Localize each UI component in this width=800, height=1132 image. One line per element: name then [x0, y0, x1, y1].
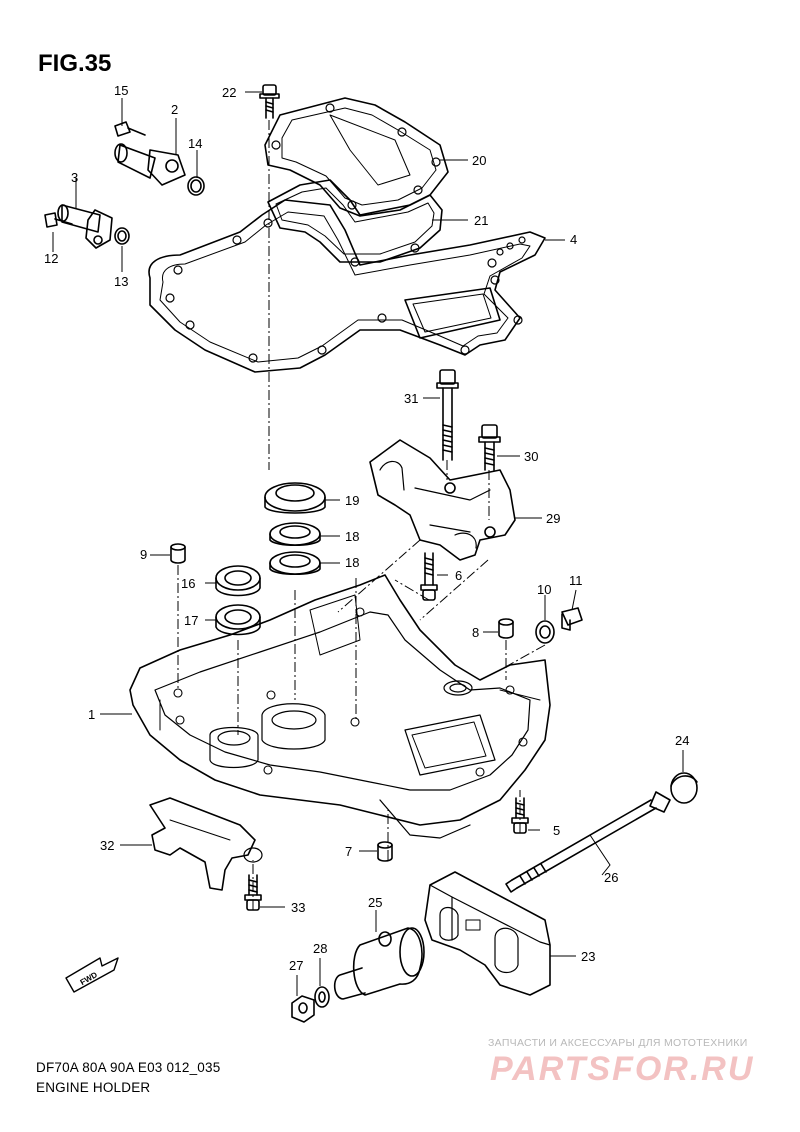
- bolt-6: [420, 552, 438, 601]
- bearing-17: [215, 604, 261, 636]
- dowel-8: [498, 618, 514, 639]
- cover-20-shape: [264, 97, 449, 217]
- callout-1: 1: [88, 707, 95, 722]
- callout-29: 29: [546, 511, 560, 526]
- callout-27: 27: [289, 958, 303, 973]
- bolt-22: [259, 84, 280, 119]
- gasket-21-shape: [267, 179, 443, 263]
- washer-10: [535, 620, 555, 644]
- callout-31: 31: [404, 391, 418, 406]
- sensor-2-assembly: [114, 121, 205, 196]
- callout-25: 25: [368, 895, 382, 910]
- figure-caption-title: ENGINE HOLDER: [36, 1080, 151, 1095]
- callout-8: 8: [472, 625, 479, 640]
- callout-15: 15: [114, 83, 128, 98]
- bolt-26: [505, 791, 671, 893]
- callout-14: 14: [188, 136, 202, 151]
- callout-17: 17: [184, 613, 198, 628]
- seal-18b: [269, 551, 321, 576]
- washer-28: [314, 986, 330, 1008]
- callout-30: 30: [524, 449, 538, 464]
- dowel-9: [170, 543, 186, 564]
- bracket-32-shape: [149, 797, 256, 891]
- callout-13: 13: [114, 274, 128, 289]
- cap-24: [670, 772, 698, 804]
- dowel-7: [377, 841, 393, 862]
- watermark-logo: PARTSFOR.RU: [490, 1050, 755, 1088]
- callout-19: 19: [345, 493, 359, 508]
- callout-6: 6: [455, 568, 462, 583]
- callout-20: 20: [472, 153, 486, 168]
- callout-32: 32: [100, 838, 114, 853]
- callout-3: 3: [71, 170, 78, 185]
- callout-5: 5: [553, 823, 560, 838]
- callout-10: 10: [537, 582, 551, 597]
- gasket-4-shape: [148, 199, 546, 373]
- callout-12: 12: [44, 251, 58, 266]
- callout-33: 33: [291, 900, 305, 915]
- callout-4: 4: [570, 232, 577, 247]
- figure-caption-model: DF70A 80A 90A E03 012_035: [36, 1060, 221, 1075]
- callout-28: 28: [313, 941, 327, 956]
- figure-title: FIG.35: [38, 50, 112, 77]
- callout-23: 23: [581, 949, 595, 964]
- bolt-30: [478, 424, 501, 471]
- nut-27: [291, 995, 315, 1023]
- fwd-arrow-icon: [65, 957, 119, 993]
- callout-11: 11: [569, 573, 583, 588]
- callout-18b: 18: [345, 555, 359, 570]
- callout-2: 2: [171, 102, 178, 117]
- mount-23-shape: [424, 871, 551, 996]
- callout-22: 22: [222, 85, 236, 100]
- callout-24: 24: [675, 733, 689, 748]
- seal-19: [264, 482, 326, 514]
- callout-9: 9: [140, 547, 147, 562]
- callout-16: 16: [181, 576, 195, 591]
- watermark-tagline: ЗАПЧАСТИ И АКСЕССУАРЫ ДЛЯ МОТОТЕХНИКИ: [488, 1037, 748, 1049]
- bushing-25: [333, 927, 425, 1000]
- bracket-29-shape: [369, 439, 516, 561]
- callout-18a: 18: [345, 529, 359, 544]
- bolt-31: [436, 369, 459, 461]
- seal-18a: [269, 522, 321, 547]
- sensor-3-assembly: [44, 204, 130, 249]
- callout-7: 7: [345, 844, 352, 859]
- bearing-16: [215, 565, 261, 597]
- engine-holder-1-shape: [129, 574, 551, 826]
- callout-26: 26: [604, 870, 618, 885]
- callout-21: 21: [474, 213, 488, 228]
- plug-11: [561, 607, 583, 631]
